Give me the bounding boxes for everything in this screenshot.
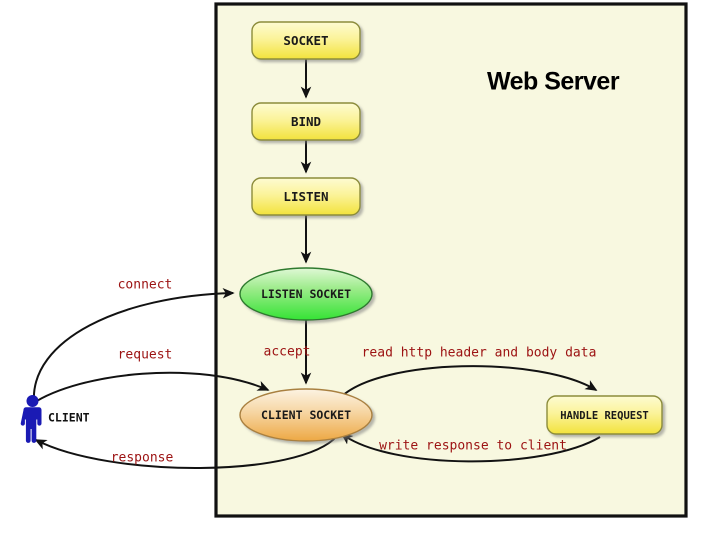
node-listen-socket[interactable]: LISTEN SOCKET — [239, 267, 373, 321]
node-listen-shape[interactable] — [251, 177, 361, 216]
node-bind-label: BIND — [291, 114, 321, 129]
node-listen[interactable]: LISTEN — [251, 177, 361, 216]
edge-handle-request-to-client-socket — [340, 432, 601, 463]
node-socket-shape[interactable] — [251, 21, 361, 60]
node-bind-shape[interactable] — [251, 102, 361, 141]
edge-client-socket-to-client — [34, 435, 338, 469]
person-icon — [20, 395, 42, 443]
node-handle-request[interactable]: HANDLE REQUEST — [546, 395, 663, 435]
edge-label-accept: accept — [264, 345, 311, 360]
node-handle-request-label: HANDLE REQUEST — [560, 410, 649, 422]
edge-label-request: request — [118, 348, 173, 363]
edge-label-read-http: read http header and body data — [362, 346, 597, 361]
node-client-socket[interactable]: CLIENT SOCKET — [239, 388, 373, 442]
node-client-socket-label: CLIENT SOCKET — [261, 408, 351, 422]
edge-client-to-client-socket — [31, 371, 270, 405]
page-title: Web Server — [487, 68, 620, 96]
edge-label-response: response — [111, 451, 174, 466]
node-listen-socket-shape[interactable] — [239, 267, 373, 321]
node-handle-request-shape[interactable] — [546, 395, 663, 435]
node-bind[interactable]: BIND — [251, 102, 361, 141]
node-socket[interactable]: SOCKET — [251, 21, 361, 60]
node-listen-socket-label: LISTEN SOCKET — [261, 287, 351, 301]
node-client-socket-shape[interactable] — [239, 388, 373, 442]
edges-group — [31, 59, 601, 469]
node-listen-label: LISTEN — [283, 189, 328, 204]
edge-label-write-response: write response to client — [379, 439, 567, 454]
node-socket-label: SOCKET — [283, 33, 328, 48]
client-actor-label: CLIENT — [48, 411, 90, 425]
edge-client-socket-to-handle-request — [339, 365, 598, 399]
edge-client-to-listen-socket — [32, 287, 235, 403]
edge-label-connect: connect — [118, 278, 173, 293]
